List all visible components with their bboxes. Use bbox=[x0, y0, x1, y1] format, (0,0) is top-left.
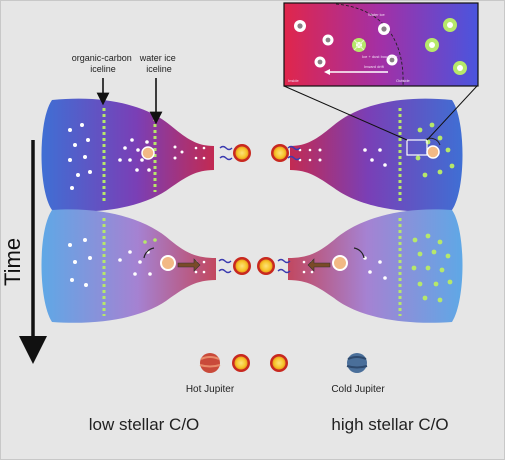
disk-bottom-left bbox=[41, 209, 216, 323]
orbit-arc-bottom-right bbox=[353, 247, 365, 259]
organic-carbon-iceline-label: organic-carbon iceline bbox=[72, 53, 135, 74]
disk-top-left bbox=[41, 98, 214, 212]
pebbles-bottom-left bbox=[68, 238, 206, 287]
star-bottom-right bbox=[257, 257, 275, 275]
planet-core-top-right bbox=[426, 145, 440, 159]
inset-inward-drift-text: Inward drift bbox=[364, 64, 385, 69]
organic-carbon-iceline-label-line2: iceline bbox=[90, 64, 116, 74]
planet-core-bottom-right bbox=[332, 255, 348, 271]
inset-inside-text: Inside bbox=[288, 78, 299, 83]
water-ice-iceline-label: water ice iceline bbox=[139, 53, 179, 74]
zoom-connector-left bbox=[283, 85, 408, 141]
zoom-connector-right bbox=[426, 85, 478, 141]
disk-bottom-right bbox=[288, 209, 463, 323]
time-label: Time bbox=[0, 238, 25, 286]
organic-carbon-iceline-label-line1: organic-carbon bbox=[72, 53, 132, 63]
planet-core-bottom-left bbox=[160, 255, 176, 271]
migration-arrow-bottom-right bbox=[307, 258, 331, 272]
migration-arrow-bottom-left bbox=[177, 258, 201, 272]
inset-water-iceline-text: Water ice bbox=[368, 12, 386, 17]
zoom-source-box bbox=[406, 139, 428, 156]
disk-top-right bbox=[290, 98, 463, 212]
planet-core-top-left bbox=[141, 146, 155, 160]
zoom-inset: Water ice Ice + dust boundary Inward dri… bbox=[283, 2, 479, 87]
hot-jupiter-label: Hot Jupiter bbox=[186, 384, 235, 395]
orbit-arc-bottom-left bbox=[143, 247, 155, 259]
icelines bbox=[102, 108, 402, 316]
pebbles-top-left-inner bbox=[118, 138, 206, 172]
water-ice-iceline-label-line2: iceline bbox=[146, 64, 172, 74]
pebbles-bottom-right bbox=[302, 233, 453, 303]
pebbles-top-left-outer bbox=[68, 123, 92, 190]
inset-boundary-text: Ice + dust boundary bbox=[362, 54, 397, 59]
magnetic-squiggles bbox=[218, 145, 301, 274]
star-top-left bbox=[233, 144, 251, 162]
cold-jupiter-icon bbox=[346, 353, 368, 373]
water-ice-iceline-label-line1: water ice bbox=[139, 53, 176, 63]
hot-jupiter-icon bbox=[199, 353, 221, 373]
inset-outside-text: Outside bbox=[396, 78, 411, 83]
star-bottom-left bbox=[233, 257, 251, 275]
legend-star-right bbox=[270, 354, 288, 372]
star-top-right bbox=[271, 144, 289, 162]
cold-jupiter-label: Cold Jupiter bbox=[331, 384, 385, 395]
legend-star-left bbox=[232, 354, 250, 372]
low-stellar-co-label: low stellar C/O bbox=[89, 415, 200, 434]
high-stellar-co-label: high stellar C/O bbox=[331, 415, 448, 434]
